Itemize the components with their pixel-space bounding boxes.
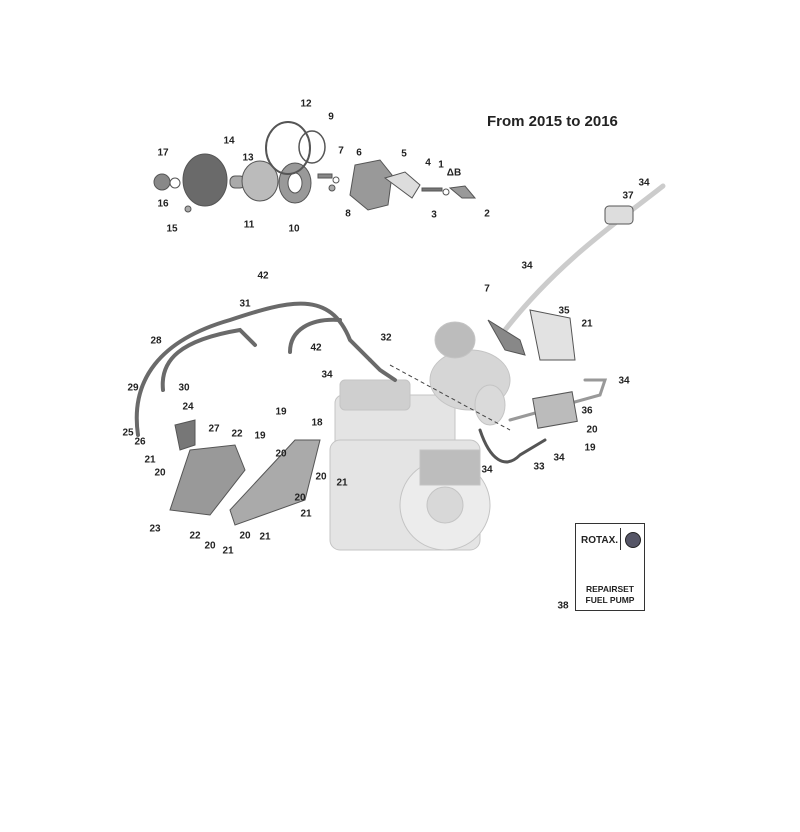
repair-kit-card: ROTAX. REPAIRSET FUEL PUMP <box>575 523 645 611</box>
callout-16: 16 <box>157 198 169 210</box>
callout-8: 8 <box>345 208 351 220</box>
callout-34: 34 <box>553 452 565 464</box>
callout-7: 7 <box>338 145 344 157</box>
callout-20: 20 <box>204 540 216 552</box>
callout-34: 34 <box>618 375 630 387</box>
callout-21: 21 <box>222 545 234 557</box>
callout-21: 21 <box>259 531 271 543</box>
callout-35: 35 <box>558 305 570 317</box>
callout-34: 34 <box>521 260 533 272</box>
callout-19: 19 <box>275 406 287 418</box>
brp-logo-icon <box>625 532 641 548</box>
callout-9: 9 <box>328 111 334 123</box>
callout-2: 2 <box>484 208 490 220</box>
callout-20: 20 <box>154 467 166 479</box>
callout-11: 11 <box>243 219 255 231</box>
callout-22: 22 <box>189 530 201 542</box>
callout-21: 21 <box>300 508 312 520</box>
callout-4: 4 <box>425 157 431 169</box>
callout-23: 23 <box>149 523 161 535</box>
callout-31: 31 <box>239 298 251 310</box>
callout-14: 14 <box>223 135 235 147</box>
callout-20: 20 <box>294 492 306 504</box>
callout-29: 29 <box>127 382 139 394</box>
callout-42: 42 <box>310 342 322 354</box>
callout-19: 19 <box>254 430 266 442</box>
callout-32: 32 <box>380 332 392 344</box>
filter-and-brackets <box>169 205 634 526</box>
callout-28: 28 <box>150 335 162 347</box>
callout-34: 34 <box>481 464 493 476</box>
callout-13: 13 <box>242 152 254 164</box>
kit-line-2: FUEL PUMP <box>585 595 635 605</box>
callout-38: 38 <box>557 600 569 612</box>
callout-5: 5 <box>401 148 407 160</box>
callout-24: 24 <box>182 401 194 413</box>
callout-20: 20 <box>275 448 287 460</box>
callout-10: 10 <box>288 223 300 235</box>
callout-19: 19 <box>584 442 596 454</box>
callout-3: 3 <box>431 209 437 221</box>
kit-line-1: REPAIRSET <box>585 584 635 594</box>
card-divider <box>620 528 621 550</box>
callout-34: 34 <box>638 177 650 189</box>
callout-20: 20 <box>315 471 327 483</box>
callout-15: 15 <box>166 223 178 235</box>
callout-34: 34 <box>321 369 333 381</box>
callout-21: 21 <box>336 477 348 489</box>
callout-25: 25 <box>122 427 134 439</box>
callout-20: 20 <box>239 530 251 542</box>
rotax-brand: ROTAX. <box>581 535 619 546</box>
callout-37: 37 <box>622 190 634 202</box>
callout-30: 30 <box>178 382 190 394</box>
callout-42: 42 <box>257 270 269 282</box>
callout-20: 20 <box>586 424 598 436</box>
callout-36: 36 <box>581 405 593 417</box>
callout-B: ΔB <box>446 167 462 179</box>
callout-21: 21 <box>581 318 593 330</box>
callout-21: 21 <box>144 454 156 466</box>
callout-1: 1 <box>438 159 444 171</box>
callout-33: 33 <box>533 461 545 473</box>
fuel-pump-parts <box>153 121 477 213</box>
engine-illustration <box>329 321 511 551</box>
diagram-title: From 2015 to 2016 <box>487 113 618 130</box>
callout-27: 27 <box>208 423 220 435</box>
callout-6: 6 <box>356 147 362 159</box>
callout-18: 18 <box>311 417 323 429</box>
callout-17: 17 <box>157 147 169 159</box>
callout-12: 12 <box>300 98 312 110</box>
callout-22: 22 <box>231 428 243 440</box>
callout-7: 7 <box>484 283 490 295</box>
callout-26: 26 <box>134 436 146 448</box>
